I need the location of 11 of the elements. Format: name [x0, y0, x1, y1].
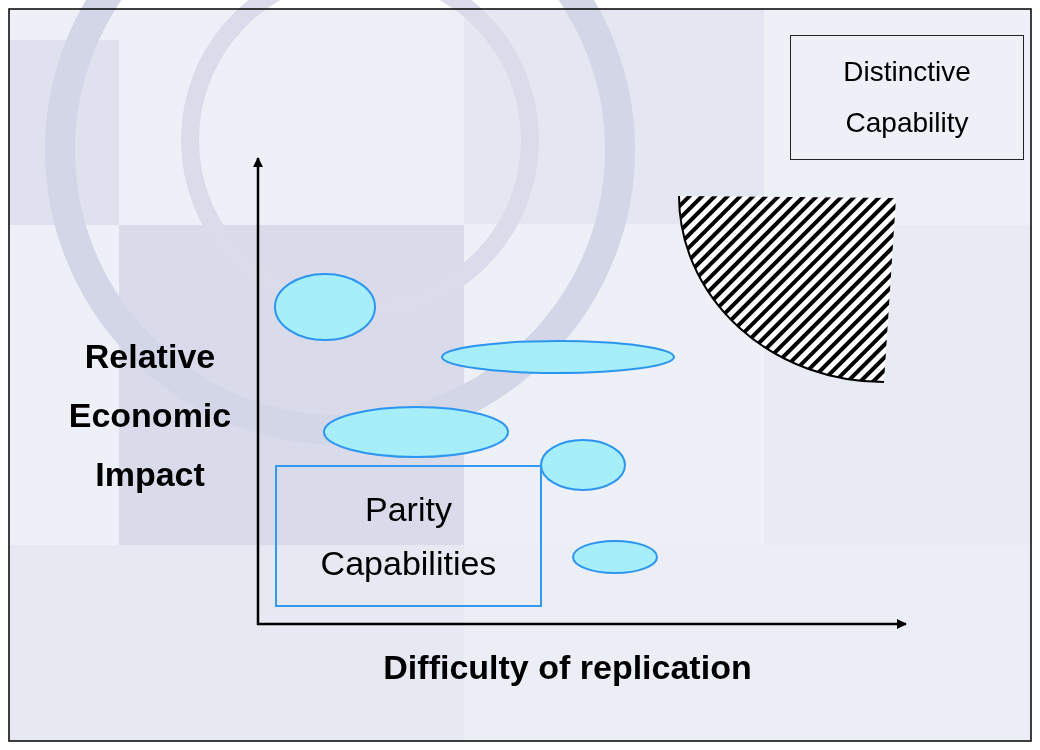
- capability-ellipse: [322, 405, 510, 459]
- axis-label: Difficulty of replication: [382, 647, 753, 688]
- axis-label: Relative Economic Impact: [67, 336, 233, 495]
- quadrant-box: [275, 465, 542, 607]
- capability-ellipse: [539, 438, 627, 492]
- capability-ellipse: [273, 272, 377, 342]
- quadrant-label: Parity Capabilities: [319, 488, 498, 584]
- quadrant-label: Distinctive Capability: [842, 55, 972, 140]
- capability-ellipse: [440, 339, 676, 375]
- quadrant-box: [790, 35, 1024, 160]
- capability-ellipse: [571, 539, 659, 575]
